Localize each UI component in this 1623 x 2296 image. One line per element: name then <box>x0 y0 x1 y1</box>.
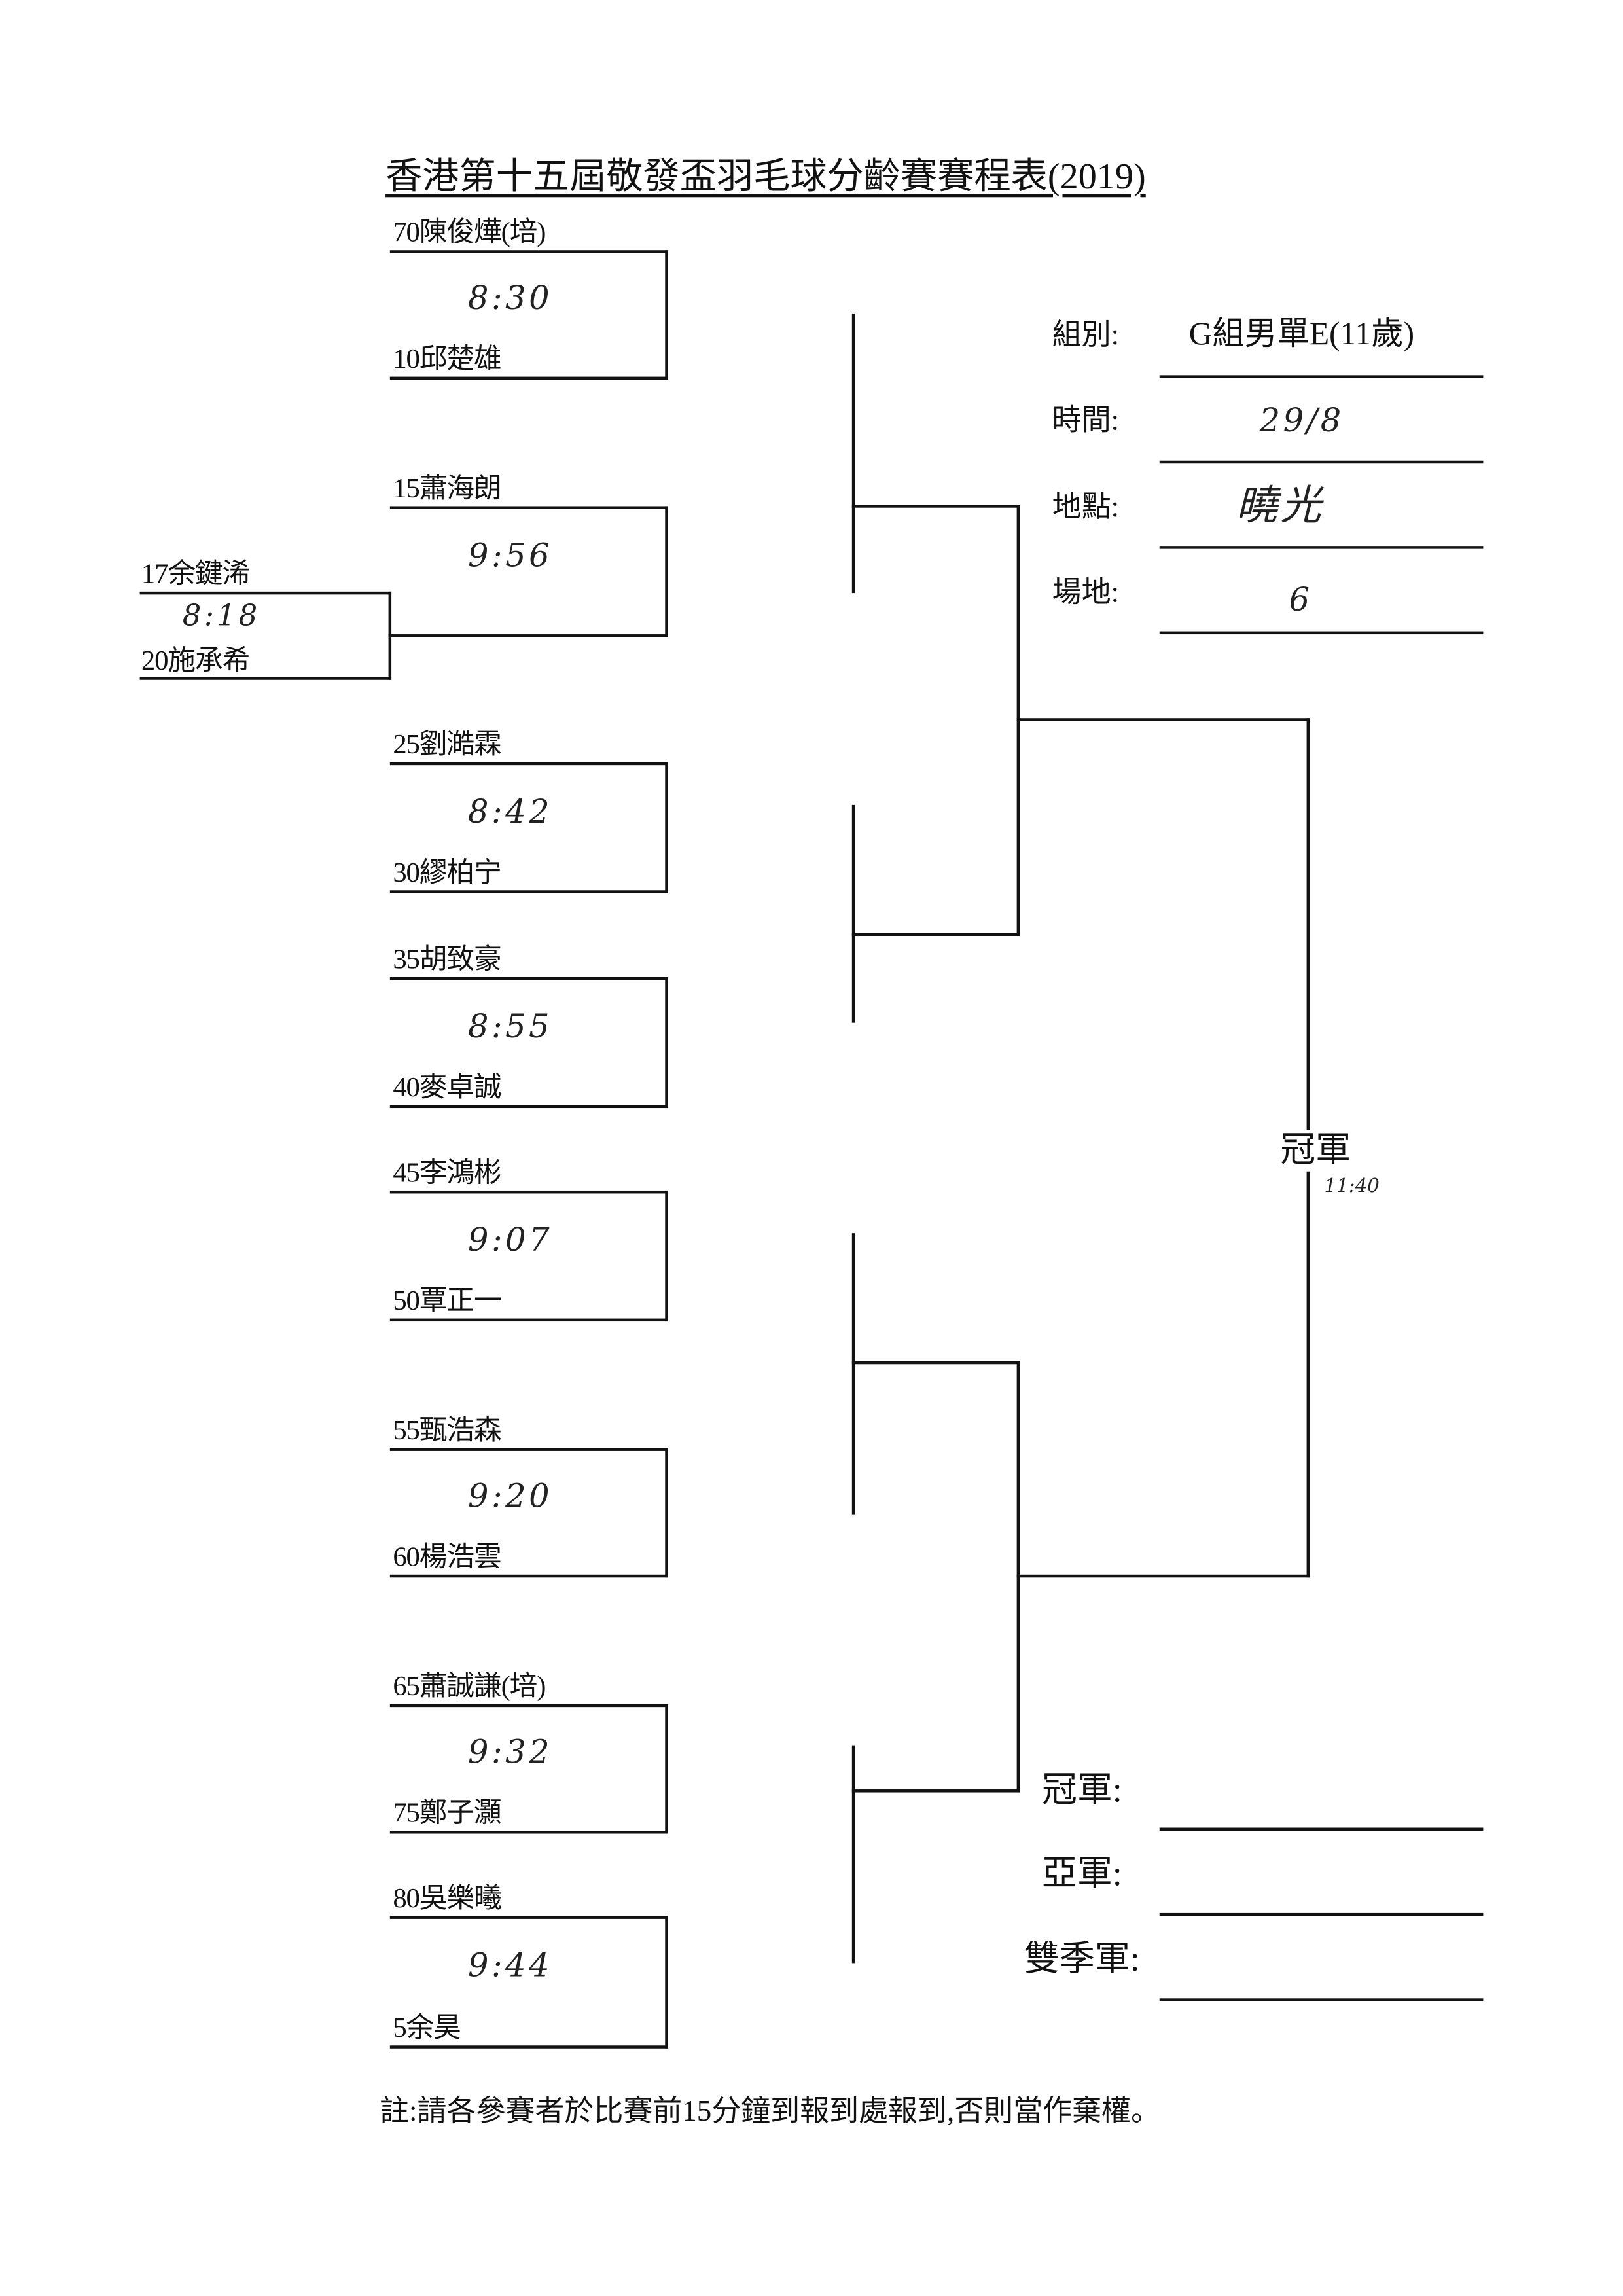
player-name: 60楊浩雲 <box>393 1542 501 1573</box>
round2-line <box>851 505 1020 508</box>
match-line-bottom <box>389 890 668 893</box>
match-connector <box>665 250 668 380</box>
match-connector <box>665 762 668 893</box>
date-label: 時間: <box>1052 404 1120 437</box>
round2-connector <box>851 1233 855 1515</box>
entry-line <box>1159 1998 1484 2001</box>
prelim-connector <box>388 591 392 680</box>
match-line-bottom <box>389 1318 668 1322</box>
match-time: 9:20 <box>467 1479 553 1516</box>
player-name: 45李鴻彬 <box>393 1158 501 1189</box>
player-name: 65蕭誠謙(培) <box>393 1672 546 1703</box>
player-name: 35胡致豪 <box>393 944 501 976</box>
court-label: 場地: <box>1052 577 1120 609</box>
player-name: 55甄浩森 <box>393 1415 501 1447</box>
match-line-top <box>389 762 668 766</box>
runner-up-label: 亞軍: <box>1041 1856 1122 1894</box>
venue-value: 曉光 <box>1236 481 1325 530</box>
match-line-bottom <box>389 2045 668 2049</box>
champion-label: 冠軍: <box>1041 1772 1122 1810</box>
entry-line <box>1159 1827 1484 1831</box>
match-line-top <box>389 1704 668 1708</box>
player-name: 10邱楚雄 <box>393 344 501 376</box>
player-name: 80吳樂曦 <box>393 1883 501 1915</box>
match-line-bottom <box>388 634 668 637</box>
final-label: 冠軍 <box>1280 1130 1351 1172</box>
entry-line <box>1159 631 1484 635</box>
prelim-line-bottom <box>139 677 392 680</box>
third-place-label: 雙季軍: <box>1024 1941 1140 1980</box>
semifinal-line <box>1016 1574 1310 1578</box>
match-connector <box>665 1916 668 2049</box>
match-time: 8:30 <box>467 281 553 318</box>
match-line-top <box>389 977 668 980</box>
match-time: 9:07 <box>467 1223 553 1260</box>
group-label: 組別: <box>1052 319 1120 352</box>
match-time: 8:42 <box>467 795 553 832</box>
date-value: 29/8 <box>1259 403 1344 440</box>
player-name: 25劉澔霖 <box>393 730 501 761</box>
match-time: 9:32 <box>467 1734 553 1772</box>
match-connector <box>665 1704 668 1834</box>
player-name: 5余昊 <box>393 2013 461 2045</box>
player-name: 75鄭子灝 <box>393 1798 501 1829</box>
player-name: 15蕭海朗 <box>393 473 501 505</box>
prelim-top-player: 17余鍵浠 <box>141 559 250 590</box>
round2-connector <box>851 1745 855 1964</box>
court-value: 6 <box>1289 583 1313 620</box>
player-name: 30繆柏宁 <box>393 857 501 889</box>
match-line-top <box>389 1916 668 1919</box>
match-time: 8:55 <box>467 1009 553 1047</box>
match-line-top <box>389 506 668 509</box>
player-name: 70陳俊燁(培) <box>393 217 546 249</box>
entry-line <box>1159 375 1484 378</box>
entry-line <box>1159 1912 1484 1916</box>
player-name: 50覃正一 <box>393 1286 501 1318</box>
match-connector <box>665 1190 668 1322</box>
match-line-bottom <box>389 376 668 380</box>
prelim-time: 8:18 <box>182 597 260 633</box>
round2-line <box>851 1361 1020 1365</box>
match-line-bottom <box>389 1574 668 1578</box>
semifinal-line <box>1016 718 1310 721</box>
match-connector <box>665 506 668 637</box>
match-connector <box>665 1448 668 1578</box>
venue-label: 地點: <box>1052 491 1120 524</box>
player-name: 40麥卓誠 <box>393 1073 501 1104</box>
match-line-top <box>389 250 668 253</box>
match-time: 9:44 <box>467 1948 553 1986</box>
round2-connector <box>851 313 855 594</box>
match-line-bottom <box>389 1831 668 1834</box>
match-line-bottom <box>389 1105 668 1109</box>
prelim-bottom-player: 20施承希 <box>141 646 250 677</box>
entry-line <box>1159 460 1484 464</box>
match-line-top <box>389 1448 668 1451</box>
page-title: 香港第十五屆敬發盃羽毛球分齡賽賽程表(2019) <box>385 157 1146 198</box>
round2-connector <box>851 804 855 1023</box>
match-time: 9:56 <box>467 538 553 576</box>
match-connector <box>665 977 668 1109</box>
prelim-line-top <box>139 591 392 595</box>
round2-line <box>851 933 1020 936</box>
round2-line <box>851 1789 1020 1793</box>
group-value: G組男單E(11歲) <box>1188 315 1415 352</box>
match-line-top <box>389 1190 668 1194</box>
final-time: 11:40 <box>1324 1175 1380 1198</box>
entry-line <box>1159 546 1484 549</box>
footnote: 註:請各參賽者於比賽前15分鐘到報到處報到,否則當作棄權。 <box>380 2095 1161 2128</box>
